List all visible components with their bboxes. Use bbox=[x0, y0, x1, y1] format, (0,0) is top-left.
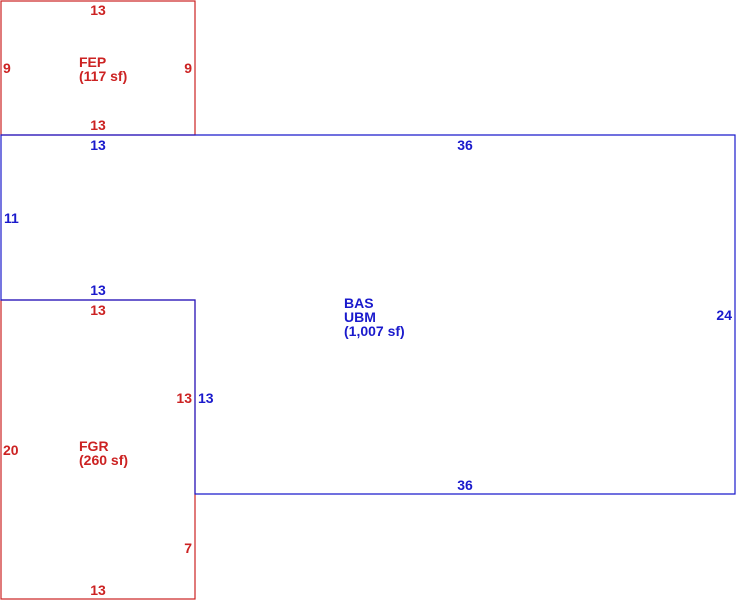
bas-bottom-dimension: 36 bbox=[457, 477, 473, 493]
bas-top-left-dimension: 13 bbox=[90, 137, 106, 153]
fep-code-label: FEP bbox=[79, 54, 106, 70]
bas-notch-bottom-dimension: 13 bbox=[90, 282, 106, 298]
fep-top-dimension: 13 bbox=[90, 2, 106, 18]
fgr-top-dimension: 13 bbox=[90, 302, 106, 318]
bas-area-label: (1,007 sf) bbox=[344, 323, 405, 339]
bas-notch-side-dimension: 13 bbox=[198, 390, 214, 406]
fgr-right-lower-dimension: 7 bbox=[184, 540, 192, 556]
fep-right-dimension: 9 bbox=[184, 60, 192, 76]
fgr-right-upper-dimension: 13 bbox=[176, 390, 192, 406]
fgr-bottom-dimension: 13 bbox=[90, 582, 106, 598]
ubm-code-label: UBM bbox=[344, 309, 376, 325]
fgr-code-label: FGR bbox=[79, 438, 109, 454]
bas-right-dimension: 24 bbox=[716, 307, 732, 323]
fgr-left-dimension: 20 bbox=[3, 442, 19, 458]
fep-left-dimension: 9 bbox=[3, 60, 11, 76]
bas-code-label: BAS bbox=[344, 295, 374, 311]
bas-outline bbox=[0, 134, 736, 495]
bas-left-dimension: 11 bbox=[4, 210, 19, 226]
fep-bottom-dimension: 13 bbox=[90, 117, 106, 133]
bas-top-right-dimension: 36 bbox=[457, 137, 473, 153]
fep-area-label: (117 sf) bbox=[79, 68, 127, 84]
fgr-area-label: (260 sf) bbox=[79, 452, 128, 468]
